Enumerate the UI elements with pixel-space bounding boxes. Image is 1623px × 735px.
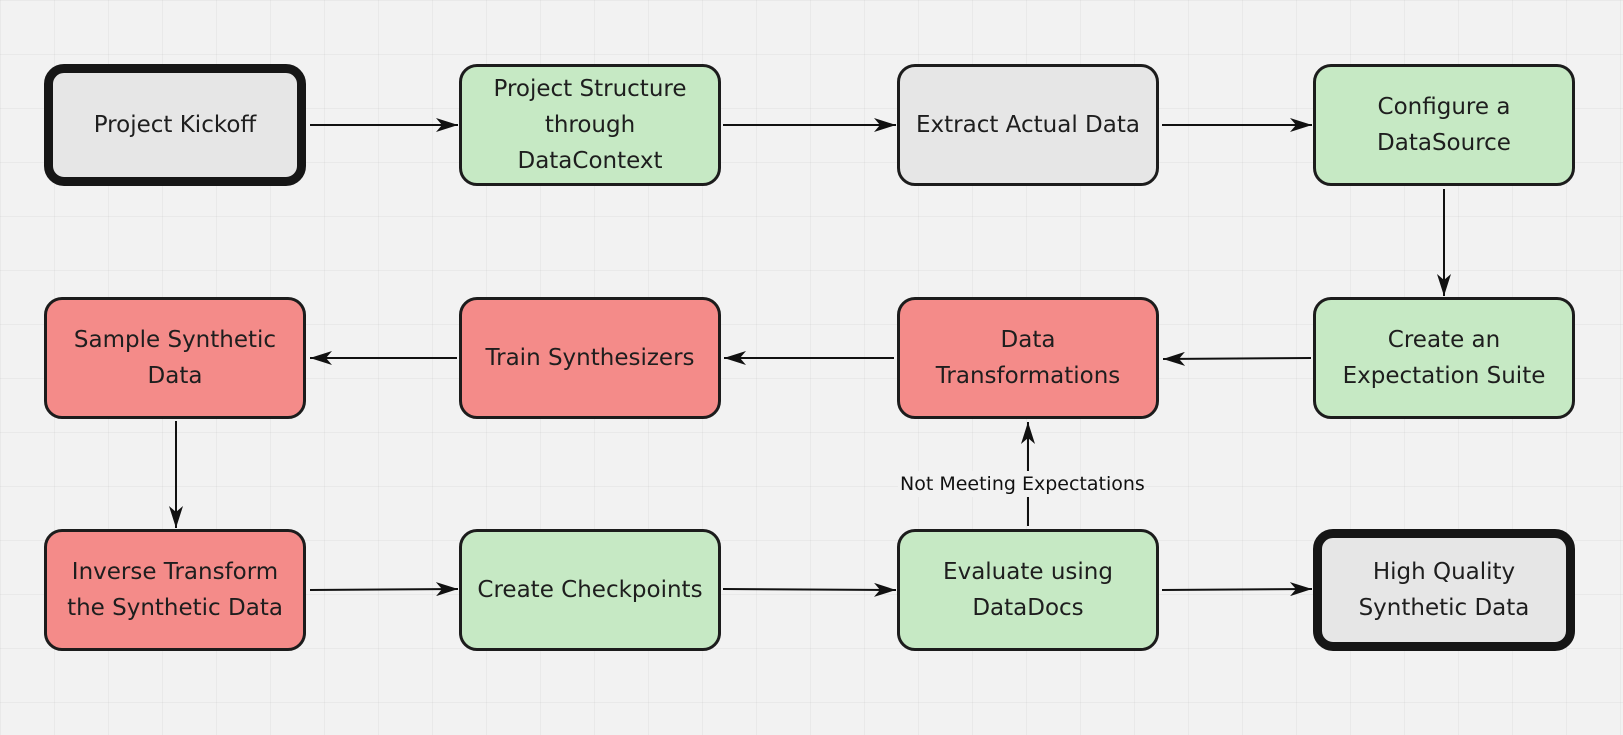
node-sample-synthetic-data[interactable]: Sample Synthetic Data: [44, 297, 306, 419]
node-configure-datasource[interactable]: Configure a DataSource: [1313, 64, 1575, 186]
node-train-synthesizers[interactable]: Train Synthesizers: [459, 297, 721, 419]
node-data-transformations[interactable]: Data Transformations: [897, 297, 1159, 419]
node-evaluate-datadocs[interactable]: Evaluate using DataDocs: [897, 529, 1159, 651]
edge-label-not-meeting-expectations: Not Meeting Expectations: [898, 471, 1145, 497]
node-create-expectation-suite[interactable]: Create an Expectation Suite: [1313, 297, 1575, 419]
node-inverse-transform[interactable]: Inverse Transform the Synthetic Data: [44, 529, 306, 651]
arrow-checkpoints-to-evaluate: [722, 582, 897, 597]
arrow-inverse-to-checkpoints: [309, 582, 459, 597]
node-high-quality-synthetic-data[interactable]: High Quality Synthetic Data: [1313, 529, 1575, 651]
node-extract-actual-data[interactable]: Extract Actual Data: [897, 64, 1159, 186]
arrow-expectation-to-transformations: [1162, 351, 1312, 366]
node-project-kickoff[interactable]: Project Kickoff: [44, 64, 306, 186]
node-project-structure[interactable]: Project Structure through DataContext: [459, 64, 721, 186]
node-create-checkpoints[interactable]: Create Checkpoints: [459, 529, 721, 651]
arrow-evaluate-to-highquality: [1161, 582, 1313, 597]
